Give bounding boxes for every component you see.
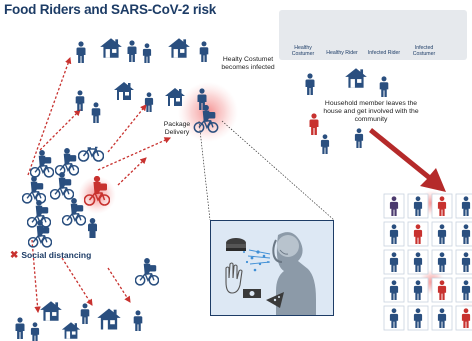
page-title: Food Riders and SARS-CoV-2 risk <box>4 2 217 17</box>
cross-icon: ✖ <box>10 250 19 261</box>
social-distancing-text: Social distancing <box>21 250 92 260</box>
household-label: Household member leaves the house and ge… <box>323 100 419 123</box>
legend-label-healthy-rider: Healthy Rider <box>326 50 358 56</box>
big-red-arrow <box>369 128 446 192</box>
legend-label-infected-costumer: Infected Costumer <box>412 45 436 57</box>
zoom-lines <box>198 120 335 221</box>
spread-arrows <box>27 56 171 314</box>
package-delivery-label: Package Delivery <box>163 121 191 136</box>
legend <box>279 10 467 60</box>
rider-cluster <box>22 146 159 286</box>
inset-illustration <box>211 221 333 315</box>
population-grid[interactable] <box>383 193 472 331</box>
infected-costumer-label: Healty Costumet becomes infected <box>221 56 275 71</box>
social-distancing-label: ✖Social distancing <box>10 250 91 261</box>
legend-label-healthy-costumer: Healthy Costumer <box>291 45 315 57</box>
bottom-neighborhood <box>15 301 143 341</box>
legend-label-infected-rider: Infected Rider <box>367 50 401 56</box>
inset-frame <box>210 220 334 316</box>
